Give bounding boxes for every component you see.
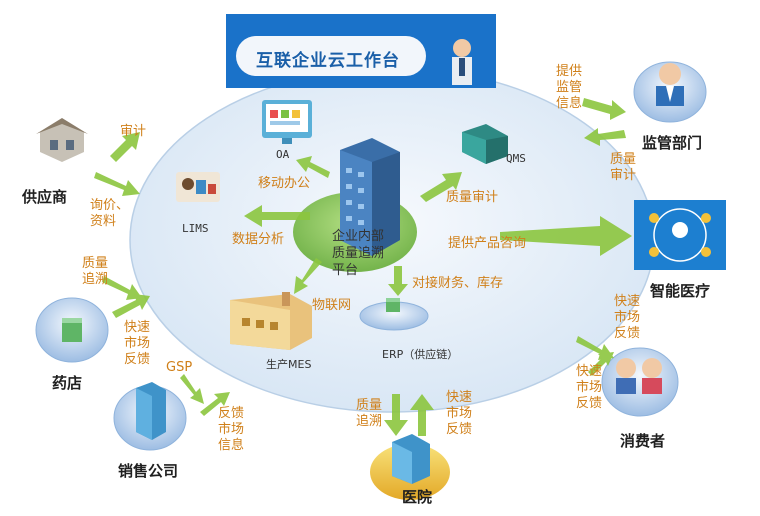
label-provide-reg-info: 提供 监管 信息 bbox=[556, 64, 583, 111]
arrow-hospital-trace bbox=[384, 394, 408, 436]
arrow-regulator-info bbox=[582, 98, 626, 120]
node-erp: ERP（供应链） bbox=[382, 348, 459, 361]
label-quick-feedback-right2: 快速 市场 反馈 bbox=[576, 364, 603, 411]
pharmacy-disc-icon bbox=[35, 297, 109, 363]
label-quality-audit-right: 质量 审计 bbox=[610, 152, 637, 183]
flow-arrows bbox=[94, 98, 632, 436]
hospital-icon bbox=[370, 434, 450, 500]
sales-company-icon bbox=[113, 382, 187, 451]
arrow-quality-audit bbox=[420, 172, 462, 202]
erp-disc-icon bbox=[359, 298, 429, 331]
entity-regulator: 监管部门 bbox=[642, 134, 703, 152]
label-mobile-office: 移动办公 bbox=[258, 176, 311, 191]
qms-building-icon bbox=[462, 124, 508, 164]
mes-factory-icon bbox=[230, 292, 312, 350]
arrow-supplier-inquiry bbox=[94, 172, 140, 196]
arrow-finance bbox=[388, 266, 408, 296]
arrow-iot bbox=[294, 258, 322, 294]
lims-icon bbox=[176, 172, 220, 202]
banner-cloud bbox=[236, 36, 426, 76]
arrow-supplier-audit bbox=[110, 132, 140, 162]
arrow-sales-gsp bbox=[180, 374, 204, 404]
label-product-consult: 提供产品咨询 bbox=[448, 236, 527, 251]
label-quick-feedback-right1: 快速 市场 反馈 bbox=[614, 294, 641, 341]
label-quality-trace-bottom: 质量 追溯 bbox=[356, 398, 383, 429]
banner-title: 互联企业云工作台 bbox=[256, 51, 400, 71]
node-mes: 生产MES bbox=[266, 358, 312, 371]
label-data-analysis: 数据分析 bbox=[232, 232, 285, 247]
arrow-consumer-2 bbox=[588, 352, 614, 376]
arrow-pharmacy-feedback bbox=[112, 294, 150, 318]
center-building-icon bbox=[340, 138, 400, 256]
entity-sales: 销售公司 bbox=[118, 462, 179, 480]
label-quality-trace-left: 质量 追溯 bbox=[82, 256, 109, 287]
arrow-mobile-office bbox=[296, 156, 330, 178]
arrow-regulator-audit bbox=[584, 128, 626, 146]
entity-supplier: 供应商 bbox=[22, 188, 68, 206]
arrow-hospital-feedback bbox=[410, 394, 434, 436]
smart-medical-icon bbox=[634, 200, 726, 270]
entity-smart-medical: 智能医疗 bbox=[650, 282, 711, 300]
label-quick-feedback-left: 快速 市场 反馈 bbox=[124, 320, 151, 367]
regulator-icon bbox=[633, 61, 707, 123]
label-gsp: GSP bbox=[166, 360, 193, 375]
entity-hospital: 医院 bbox=[402, 488, 433, 506]
label-finance-inventory: 对接财务、库存 bbox=[412, 276, 504, 291]
label-iot: 物联网 bbox=[312, 298, 352, 313]
entity-consumer: 消费者 bbox=[620, 432, 666, 450]
label-feedback-info: 反馈 市场 信息 bbox=[218, 406, 245, 453]
consumer-icon bbox=[601, 347, 679, 417]
entity-pharmacy: 药店 bbox=[52, 374, 83, 392]
center-platform-label: 企业内部 质量追溯 平台 bbox=[332, 229, 385, 278]
arrow-data-analysis bbox=[244, 205, 310, 227]
label-quick-feedback-bottom: 快速 市场 反馈 bbox=[446, 390, 473, 437]
arrow-sales-feedback bbox=[200, 392, 230, 416]
arrow-product-consult bbox=[500, 216, 632, 256]
label-inquiry: 询价、 资料 bbox=[90, 198, 130, 229]
node-lims: LIMS bbox=[182, 222, 209, 235]
arrow-pharmacy-trace bbox=[102, 276, 142, 300]
label-audit: 审计 bbox=[120, 124, 147, 139]
node-qms: QMS bbox=[506, 152, 526, 165]
node-oa: OA bbox=[276, 148, 290, 161]
label-quality-audit-center: 质量审计 bbox=[446, 190, 499, 205]
supplier-house-icon bbox=[36, 118, 88, 162]
oa-monitor-icon bbox=[262, 100, 312, 144]
